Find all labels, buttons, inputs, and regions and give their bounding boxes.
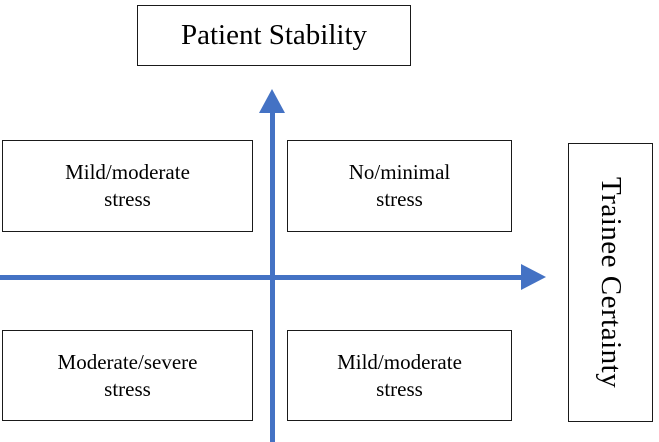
- diagram-title-text: Patient Stability: [180, 18, 368, 51]
- quadrant-top-left-box: Mild/moderate stress: [2, 140, 253, 232]
- quadrant-bottom-left-box: Moderate/severe stress: [2, 330, 253, 421]
- quadrant-top-right-line1: No/minimal: [348, 160, 451, 185]
- quadrant-top-right-label: No/minimal stress: [349, 159, 451, 213]
- quadrant-top-left-line1: Mild/moderate: [65, 160, 190, 185]
- y-axis-label-text: Trainee Certainty: [595, 176, 628, 389]
- quadrant-bottom-right-line2: stress: [376, 376, 423, 401]
- quadrant-bottom-left-label: Moderate/severe stress: [58, 349, 198, 403]
- quadrant-bottom-left-line2: stress: [104, 376, 151, 401]
- quadrant-top-left-label: Mild/moderate stress: [65, 159, 190, 213]
- arrow-up-icon: [259, 89, 285, 113]
- quadrant-top-left-line2: stress: [104, 187, 151, 211]
- quadrant-bottom-left-line1: Moderate/severe: [57, 349, 198, 374]
- quadrant-bottom-right-box: Mild/moderate stress: [287, 330, 512, 421]
- vertical-axis-line: [270, 108, 275, 442]
- arrow-right-icon: [521, 264, 546, 290]
- y-axis-label-box: Trainee Certainty: [568, 143, 653, 422]
- quadrant-bottom-right-label: Mild/moderate stress: [337, 349, 462, 403]
- quadrant-top-right-box: No/minimal stress: [287, 140, 512, 232]
- horizontal-axis-line: [0, 275, 523, 280]
- quadrant-top-right-line2: stress: [376, 187, 423, 211]
- quadrant-bottom-right-line1: Mild/moderate: [337, 349, 462, 374]
- diagram-title-box: Patient Stability: [137, 5, 411, 66]
